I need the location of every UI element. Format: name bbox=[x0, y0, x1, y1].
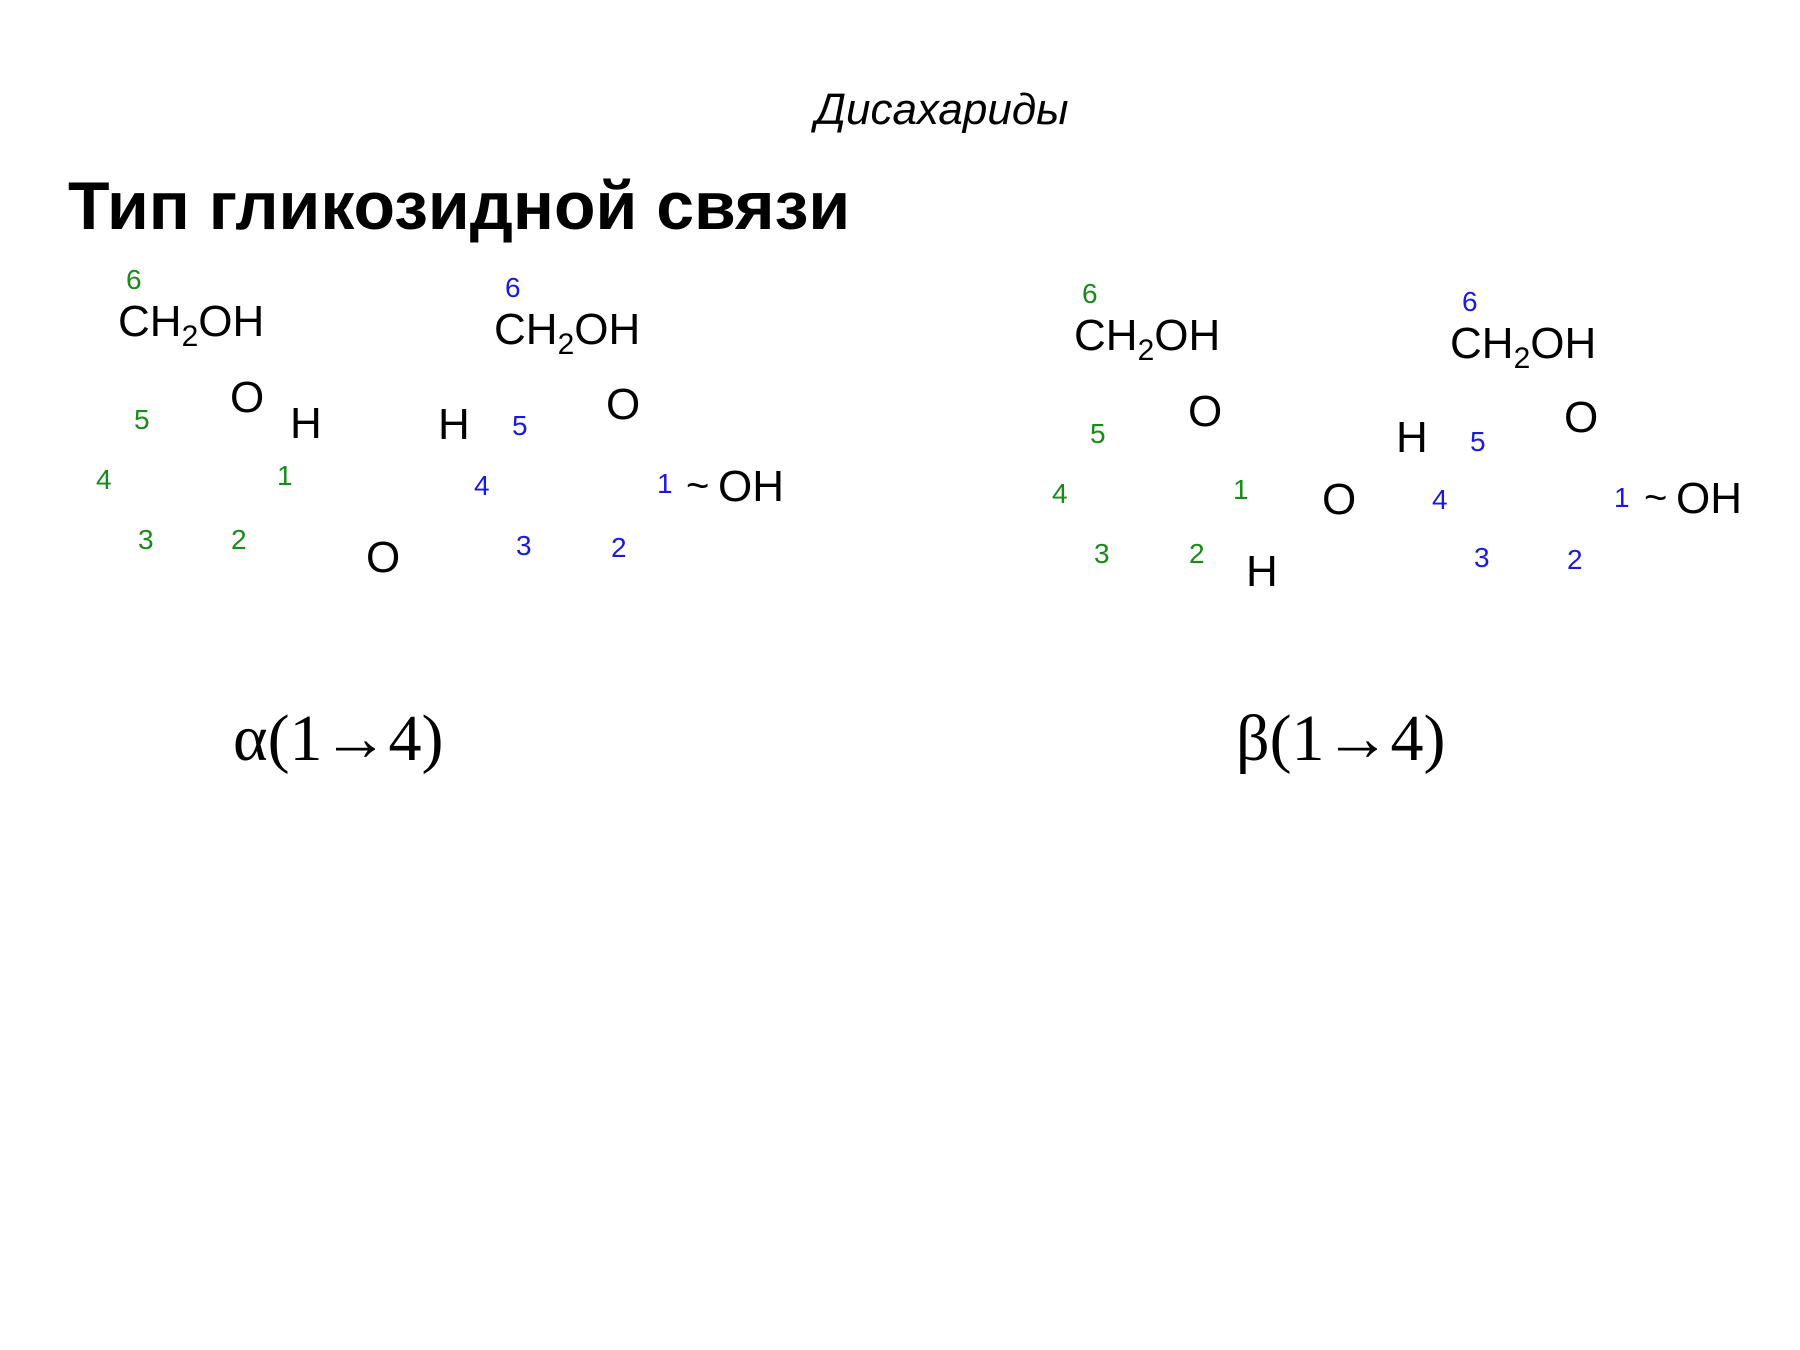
alpha-ring1-c1-number: 1 bbox=[277, 460, 293, 491]
alpha-ring1-c4-number: 4 bbox=[96, 464, 112, 495]
alpha-ring2-c3-number: 3 bbox=[516, 530, 532, 561]
alpha-ring1-c6-number: 6 bbox=[126, 264, 142, 295]
alpha-ring1-hydrogen: H bbox=[290, 399, 322, 448]
beta-ring1-c3-number: 3 bbox=[1094, 538, 1110, 569]
beta-ring1-c2-number: 2 bbox=[1189, 538, 1205, 569]
alpha-linkage-label: α(1→4) bbox=[233, 702, 444, 775]
slide-subtitle: Дисахариды bbox=[815, 85, 1069, 134]
alpha-ring2-c6-number: 6 bbox=[505, 272, 521, 303]
beta-ring1-c5-number: 5 bbox=[1090, 418, 1106, 449]
beta-glycosidic-oxygen: O bbox=[1322, 475, 1357, 524]
alpha-ring1-oxygen: O bbox=[230, 373, 265, 422]
beta-linkage-label: β(1→4) bbox=[1236, 702, 1446, 775]
alpha-ring1-c5-number: 5 bbox=[134, 404, 150, 435]
beta-ring2-c1-number: 1 bbox=[1614, 482, 1630, 513]
alpha-ring2-ch2oh: CH2OH bbox=[494, 305, 641, 361]
slide-title: Тип гликозидной связи bbox=[68, 168, 851, 244]
beta-ring1-hydrogen: H bbox=[1246, 547, 1278, 596]
beta-ring1-oxygen: O bbox=[1188, 387, 1223, 436]
beta-ring2-ch2oh: CH2OH bbox=[1450, 319, 1597, 375]
alpha-ring2-c1-number: 1 bbox=[657, 468, 673, 499]
beta-ring2-c4-number: 4 bbox=[1432, 484, 1448, 515]
beta-ring1-c4-number: 4 bbox=[1052, 478, 1068, 509]
alpha-ring2-anomeric-oh: OH bbox=[718, 462, 784, 511]
beta-ring2-anomeric-tilde: ~ bbox=[1644, 476, 1668, 520]
alpha-ring2-oxygen: O bbox=[606, 380, 641, 429]
alpha-glycosidic-oxygen: O bbox=[366, 533, 401, 582]
alpha-ring2-hydrogen: H bbox=[438, 400, 470, 449]
beta-ring1-ch2oh: CH2OH bbox=[1074, 311, 1221, 367]
alpha-ring1-ch2oh: CH2OH bbox=[118, 297, 265, 353]
alpha-ring2-c5-number: 5 bbox=[512, 410, 528, 441]
beta-ring2-c6-number: 6 bbox=[1462, 286, 1478, 317]
alpha-ring2-c2-number: 2 bbox=[611, 532, 627, 563]
beta-ring2-c3-number: 3 bbox=[1474, 542, 1490, 573]
alpha-ring2-anomeric-tilde: ~ bbox=[686, 464, 710, 508]
alpha-ring1-c3-number: 3 bbox=[138, 524, 154, 555]
beta-ring2-c5-number: 5 bbox=[1470, 426, 1486, 457]
alpha-ring2-c4-number: 4 bbox=[474, 470, 490, 501]
beta-ring2-hydrogen: H bbox=[1396, 413, 1428, 462]
beta-ring1-c1-number: 1 bbox=[1233, 474, 1249, 505]
beta-ring2-c2-number: 2 bbox=[1567, 544, 1583, 575]
beta-ring2-anomeric-oh: OH bbox=[1676, 474, 1742, 523]
beta-ring1-c6-number: 6 bbox=[1082, 278, 1098, 309]
beta-ring2-oxygen: O bbox=[1564, 393, 1599, 442]
alpha-ring1-c2-number: 2 bbox=[231, 524, 247, 555]
